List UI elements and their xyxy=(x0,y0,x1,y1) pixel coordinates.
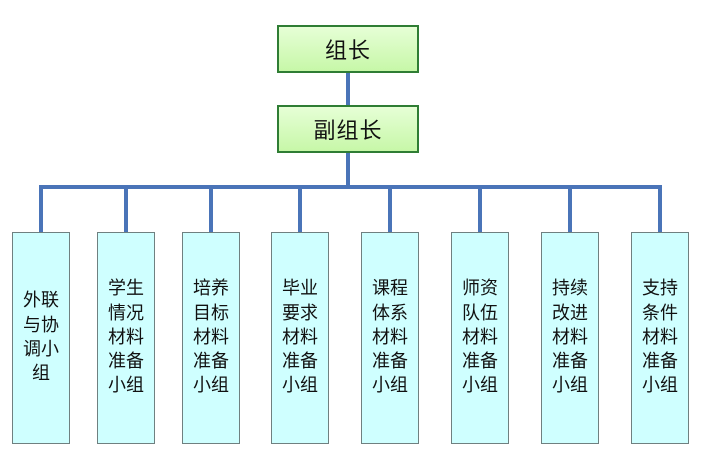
connector-drop-7 xyxy=(568,186,572,232)
connector-trunk xyxy=(346,153,350,186)
connector-bus xyxy=(39,185,662,189)
connector-drop-5 xyxy=(388,186,392,232)
group-node-5: 课程体系材料准备小组 xyxy=(361,232,419,444)
connector-drop-1 xyxy=(39,186,43,232)
group-label-5: 课程体系材料准备小组 xyxy=(372,278,408,397)
deputy-node: 副组长 xyxy=(277,105,419,153)
group-node-1: 外联与协调小组 xyxy=(12,232,70,444)
connector-drop-4 xyxy=(298,186,302,232)
group-label-4: 毕业要求材料准备小组 xyxy=(282,278,318,397)
connector-drop-2 xyxy=(124,186,128,232)
group-node-8: 支持条件材料准备小组 xyxy=(631,232,689,444)
group-label-6: 师资队伍材料准备小组 xyxy=(462,278,498,397)
leader-node: 组长 xyxy=(277,25,419,73)
group-label-2: 学生情况材料准备小组 xyxy=(108,278,144,397)
connector-leader-deputy xyxy=(346,73,350,105)
group-node-3: 培养目标材料准备小组 xyxy=(182,232,240,444)
group-label-3: 培养目标材料准备小组 xyxy=(193,278,229,397)
group-node-6: 师资队伍材料准备小组 xyxy=(451,232,509,444)
group-node-7: 持续改进材料准备小组 xyxy=(541,232,599,444)
group-label-8: 支持条件材料准备小组 xyxy=(642,278,678,397)
connector-drop-3 xyxy=(209,186,213,232)
leader-label: 组长 xyxy=(324,39,371,64)
group-node-4: 毕业要求材料准备小组 xyxy=(271,232,329,444)
group-label-7: 持续改进材料准备小组 xyxy=(552,278,588,397)
group-label-1: 外联与协调小组 xyxy=(23,290,59,385)
connector-drop-8 xyxy=(658,186,662,232)
group-node-2: 学生情况材料准备小组 xyxy=(97,232,155,444)
deputy-label: 副组长 xyxy=(313,119,383,144)
connector-drop-6 xyxy=(478,186,482,232)
